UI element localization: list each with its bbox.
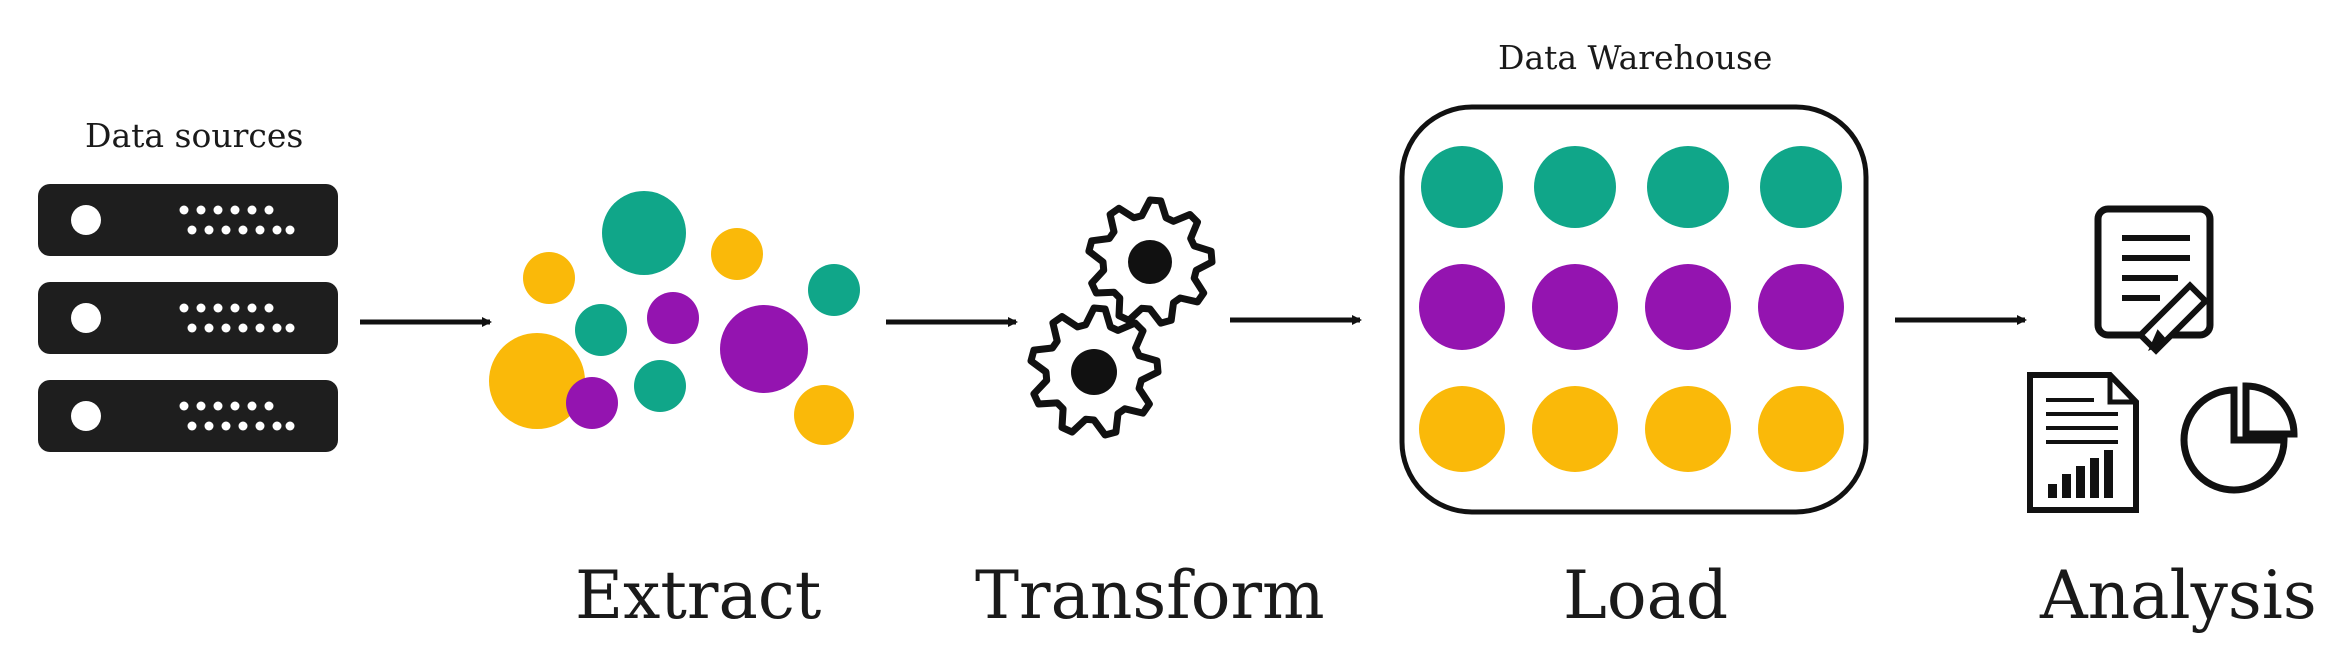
gear-icon bbox=[1085, 196, 1216, 327]
flow-arrows bbox=[360, 315, 2027, 327]
transform-gears bbox=[1027, 196, 1216, 439]
stage-label-analysis: Analysis bbox=[2040, 557, 2317, 634]
data-warehouse-label: Data Warehouse bbox=[1498, 38, 1773, 77]
warehouse-frame bbox=[1399, 104, 1869, 515]
data-sources-group bbox=[38, 184, 338, 452]
data-sources-label: Data sources bbox=[85, 116, 304, 155]
server-rack-icon bbox=[38, 184, 338, 256]
stage-label-transform: Transform bbox=[975, 557, 1325, 634]
stage-label-load: Load bbox=[1563, 557, 1729, 634]
gear-icon bbox=[1027, 304, 1162, 439]
extract-data-cloud bbox=[489, 191, 860, 445]
report-bar-chart-icon bbox=[2027, 372, 2139, 513]
data-warehouse bbox=[1399, 104, 1869, 515]
pie-chart-icon bbox=[2180, 382, 2298, 494]
server-rack-icon bbox=[38, 282, 338, 354]
server-rack-icon bbox=[38, 380, 338, 452]
stage-label-extract: Extract bbox=[575, 557, 822, 634]
document-edit-icon bbox=[2094, 205, 2214, 355]
